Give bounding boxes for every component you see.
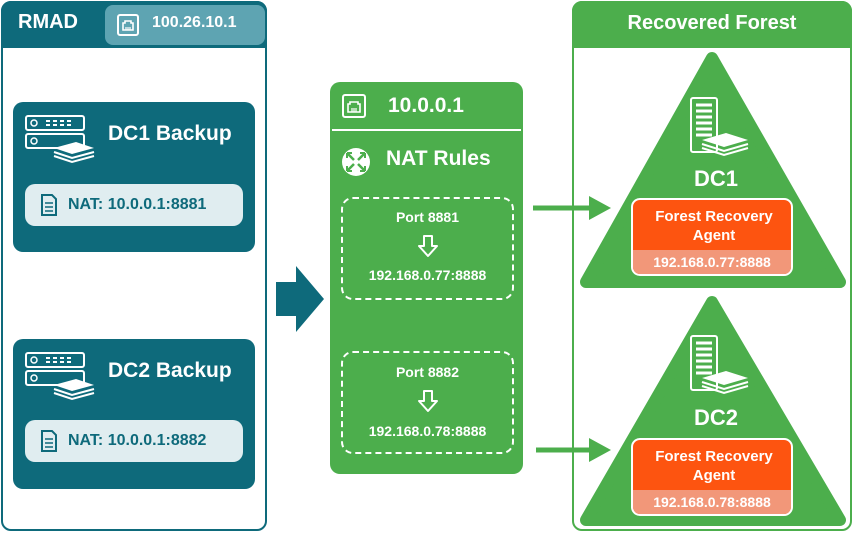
dc2-nat-pill (25, 420, 243, 462)
dc2-backup-title: DC2 Backup (108, 359, 232, 382)
dc1-agent-box: Forest Recovery Agent 192.168.0.77:8888 (631, 198, 793, 276)
dc1-agent-address-bar (633, 250, 791, 274)
dc2-agent-box: Forest Recovery Agent 192.168.0.78:8888 (631, 438, 793, 516)
dc2-agent-title: Forest Recovery Agent (655, 448, 773, 484)
dc2-agent-address-bar (633, 490, 791, 514)
down-arrow-icon (418, 390, 438, 412)
down-arrow-icon (418, 235, 438, 257)
rule-2-target: 192.168.0.78:8888 (368, 423, 487, 439)
rmad-ip: 100.26.10.1 (152, 14, 237, 31)
rule-2-port: Port 8882 (395, 364, 460, 380)
dc2-agent-address: 192.168.0.78:8888 (653, 494, 771, 510)
nat-rules-icon (342, 148, 370, 176)
dc1-nat-pill (25, 184, 243, 226)
dc1-backup-title: DC1 Backup (108, 122, 232, 145)
rule-1-port: Port 8881 (395, 209, 460, 225)
document-icon (41, 430, 57, 452)
rule-1-target: 192.168.0.77:8888 (368, 267, 487, 283)
dc2-title: DC2 (693, 405, 738, 430)
dc1-nat-text: NAT: 10.0.0.1:8881 (68, 196, 207, 213)
rmad-ip-box (105, 5, 265, 45)
server-backup-icon (25, 115, 95, 164)
dc1-agent-address: 192.168.0.77:8888 (653, 254, 771, 270)
dc1-agent-title: Forest Recovery Agent (655, 208, 773, 244)
nat-header (332, 84, 521, 127)
forest-header (572, 1, 852, 48)
rmad-title: RMAD (18, 11, 78, 33)
dc2-backup-card (13, 339, 255, 489)
nat-rules-title: NAT Rules (386, 147, 491, 170)
network-port-icon (342, 94, 366, 118)
server-stack-icon (690, 335, 749, 395)
dc1-backup-card (13, 102, 255, 252)
forest-title: Recovered Forest (627, 12, 797, 34)
dc2-nat-text: NAT: 10.0.0.1:8882 (68, 432, 207, 449)
nat-rule-8881 (341, 197, 514, 300)
network-port-icon (117, 14, 139, 36)
server-stack-icon (690, 97, 749, 157)
nat-rule-8882 (341, 351, 514, 454)
nat-to-dc1-arrow (533, 196, 611, 220)
nat-header-divider (332, 129, 521, 131)
dc1-title: DC1 (693, 166, 738, 191)
nat-to-dc2-arrow (536, 438, 611, 462)
nat-ip: 10.0.0.1 (388, 94, 464, 117)
server-backup-icon (25, 352, 95, 401)
rmad-to-nat-arrow (276, 266, 324, 332)
document-icon (41, 194, 57, 216)
